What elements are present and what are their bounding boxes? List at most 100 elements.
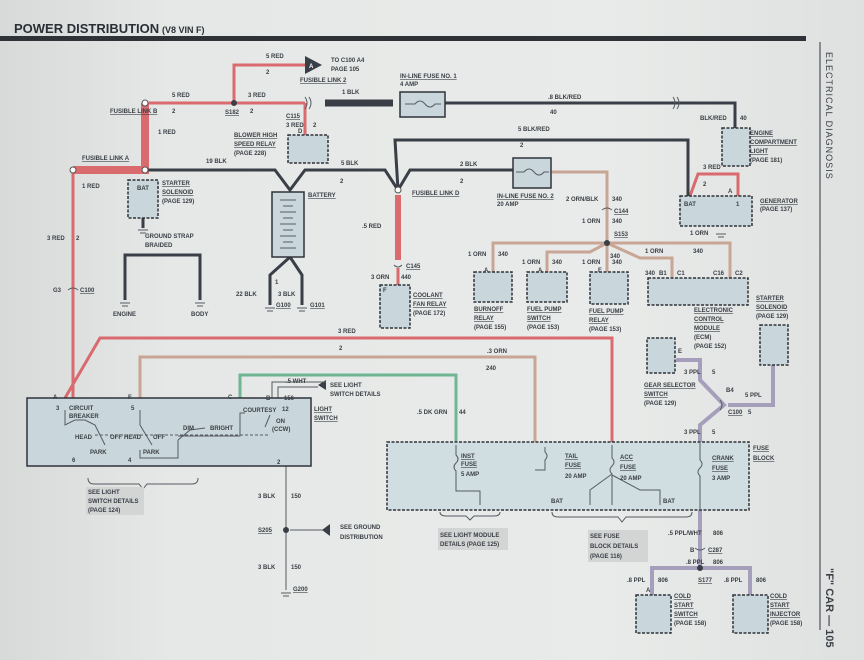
w3ppl-b-label: 3 PPL	[684, 430, 701, 436]
w2blk-label: 2 BLK	[460, 162, 478, 168]
w2-i-label: 2	[339, 346, 343, 352]
w806a-label: 806	[713, 531, 724, 537]
w1orn-e-label: 1 ORN	[645, 249, 663, 255]
cold-start-injector	[732, 594, 769, 634]
starter2-label: STARTER	[756, 296, 785, 302]
arrow-a-icon	[305, 56, 322, 74]
fuel-pump-relay	[589, 271, 629, 305]
s205-label: S205	[258, 528, 273, 534]
gear-2-label: SWITCH	[644, 392, 668, 398]
pin-5-label: 5	[131, 406, 135, 412]
c100-label: C100	[80, 288, 95, 294]
fp-relay-page-label: (PAGE 153)	[589, 327, 621, 333]
page-title: POWER DISTRIBUTION	[14, 21, 159, 36]
circuit-breaker-label: CIRCUIT	[69, 406, 94, 412]
ecm-page-label: (PAGE 152)	[694, 344, 726, 350]
w3red-d-label: 3 RED	[47, 236, 65, 242]
w8blkred-label: .8 BLK/RED	[548, 95, 582, 101]
w19blk-label: 19 BLK	[206, 159, 227, 165]
w340d-label: 340	[552, 260, 563, 266]
pin-f-label: F	[383, 288, 387, 294]
starter-solenoid-page-label: (PAGE 129)	[162, 199, 194, 205]
w2ornblk-label: 2 ORN/BLK	[566, 197, 599, 203]
wblkred-label: BLK/RED	[700, 116, 727, 122]
see-fb-label: SEE FUSE	[590, 534, 620, 540]
crank-fuse-2-label: FUSE	[712, 466, 728, 472]
pin-c2-label: C2	[735, 271, 743, 277]
see-lm-bg	[438, 528, 508, 550]
electronic-control-module	[647, 277, 749, 306]
bat2-label: BAT	[663, 499, 675, 505]
inst-fuse-amp-label: 5 AMP	[461, 472, 479, 478]
gen-1-label: 1	[736, 202, 740, 208]
engine-light-label: ENGINE	[750, 131, 773, 137]
w5-a-label: 5	[712, 370, 716, 376]
pin-b4-label: B4	[726, 388, 734, 394]
see-lm-2-label: DETAILS (PAGE 125)	[440, 542, 499, 548]
engine-light-2-label: COMPARTMENT	[750, 140, 797, 146]
light-switch-label: LIGHT	[314, 407, 332, 413]
pin-b2-label: B	[690, 548, 695, 554]
w1red-b-label: 1 RED	[82, 184, 100, 190]
arrow-a-label: A	[309, 64, 314, 70]
w5red-b-label: 5 RED	[172, 93, 190, 99]
w2-b-label: 2	[172, 109, 176, 115]
pin-f2-label: F	[598, 268, 602, 274]
pin-a-gen-label: A	[728, 189, 733, 195]
cold-inj-3-label: INJECTOR	[770, 612, 801, 618]
w806c-label: 806	[658, 578, 669, 584]
pin-a-label: A	[53, 395, 58, 401]
pin-4-label: 4	[128, 458, 132, 464]
w2-gen-label: 2	[703, 182, 707, 188]
see-light-sw-2-label: SWITCH DETAILS	[330, 392, 381, 398]
w1orn-f-label: 1 ORN	[690, 231, 708, 237]
w22blk-label: 22 BLK	[236, 292, 257, 298]
w1orn-d-label: 1 ORN	[582, 260, 600, 266]
w240-label: 240	[486, 366, 497, 372]
blower-high-speed-relay	[287, 134, 329, 164]
c145-label: C145	[406, 264, 421, 270]
pin-6-label: 6	[72, 458, 76, 464]
w2-c-label: 2	[250, 109, 254, 115]
w3ppl-a-label: 3 PPL	[684, 370, 701, 376]
fp-switch-page-label: (PAGE 153)	[527, 325, 559, 331]
s153-label: S153	[614, 232, 629, 238]
coolant-relay-label: COOLANT	[413, 293, 443, 299]
cold-switch-2-label: START	[674, 603, 694, 609]
see-ls-details-bg	[86, 487, 144, 515]
pin-c1-label: C1	[677, 271, 685, 277]
see-ground-2-label: DISTRIBUTION	[340, 535, 383, 541]
pin-a3-label: A	[646, 588, 651, 594]
fp-switch-label: FUEL PUMP	[527, 307, 562, 313]
w3blk-label: 3 BLK	[278, 292, 296, 298]
w5-c-label: 5	[712, 430, 716, 436]
coolant-relay-page-label: (PAGE 172)	[413, 311, 445, 317]
pin-2-label: 2	[277, 460, 281, 466]
acc-fuse-amp-label: 20 AMP	[620, 476, 641, 482]
black-wires	[123, 99, 737, 305]
to-c100-page-label: PAGE 105	[331, 67, 360, 73]
starter-solenoid-label: STARTER	[162, 181, 191, 187]
w340h-label: 340	[645, 271, 656, 277]
component-labels: FUSIBLE LINK B FUSIBLE LINK A FUSIBLE LI…	[69, 58, 802, 627]
pin-3-label: 3	[56, 406, 60, 412]
w340a-label: 340	[612, 197, 623, 203]
w5pplwht-label: .5 PPL/WHT	[668, 531, 702, 537]
c100b-label: C100	[728, 410, 743, 416]
generator-page-label: (PAGE 137)	[760, 207, 792, 213]
engine-compartment-light	[721, 127, 751, 167]
pin-c-label: C	[228, 395, 233, 401]
w3red-e-label: 3 RED	[338, 329, 356, 335]
fusible-link-d-label: FUSIBLE LINK D	[412, 191, 460, 197]
ecm-3-label: MODULE	[694, 326, 720, 332]
courtesy-label: COURTESY	[243, 408, 276, 414]
w5red-c-label: .5 RED	[362, 224, 382, 230]
tail-fuse-label: TAIL	[565, 454, 578, 460]
body-label: BODY	[191, 312, 208, 318]
pin-b-label: B	[266, 396, 271, 402]
w5ppl-label: 5 PPL	[745, 393, 762, 399]
cold-switch-page-label: (PAGE 158)	[674, 621, 706, 627]
cold-switch-label: COLD	[674, 594, 692, 600]
generator	[679, 195, 753, 227]
